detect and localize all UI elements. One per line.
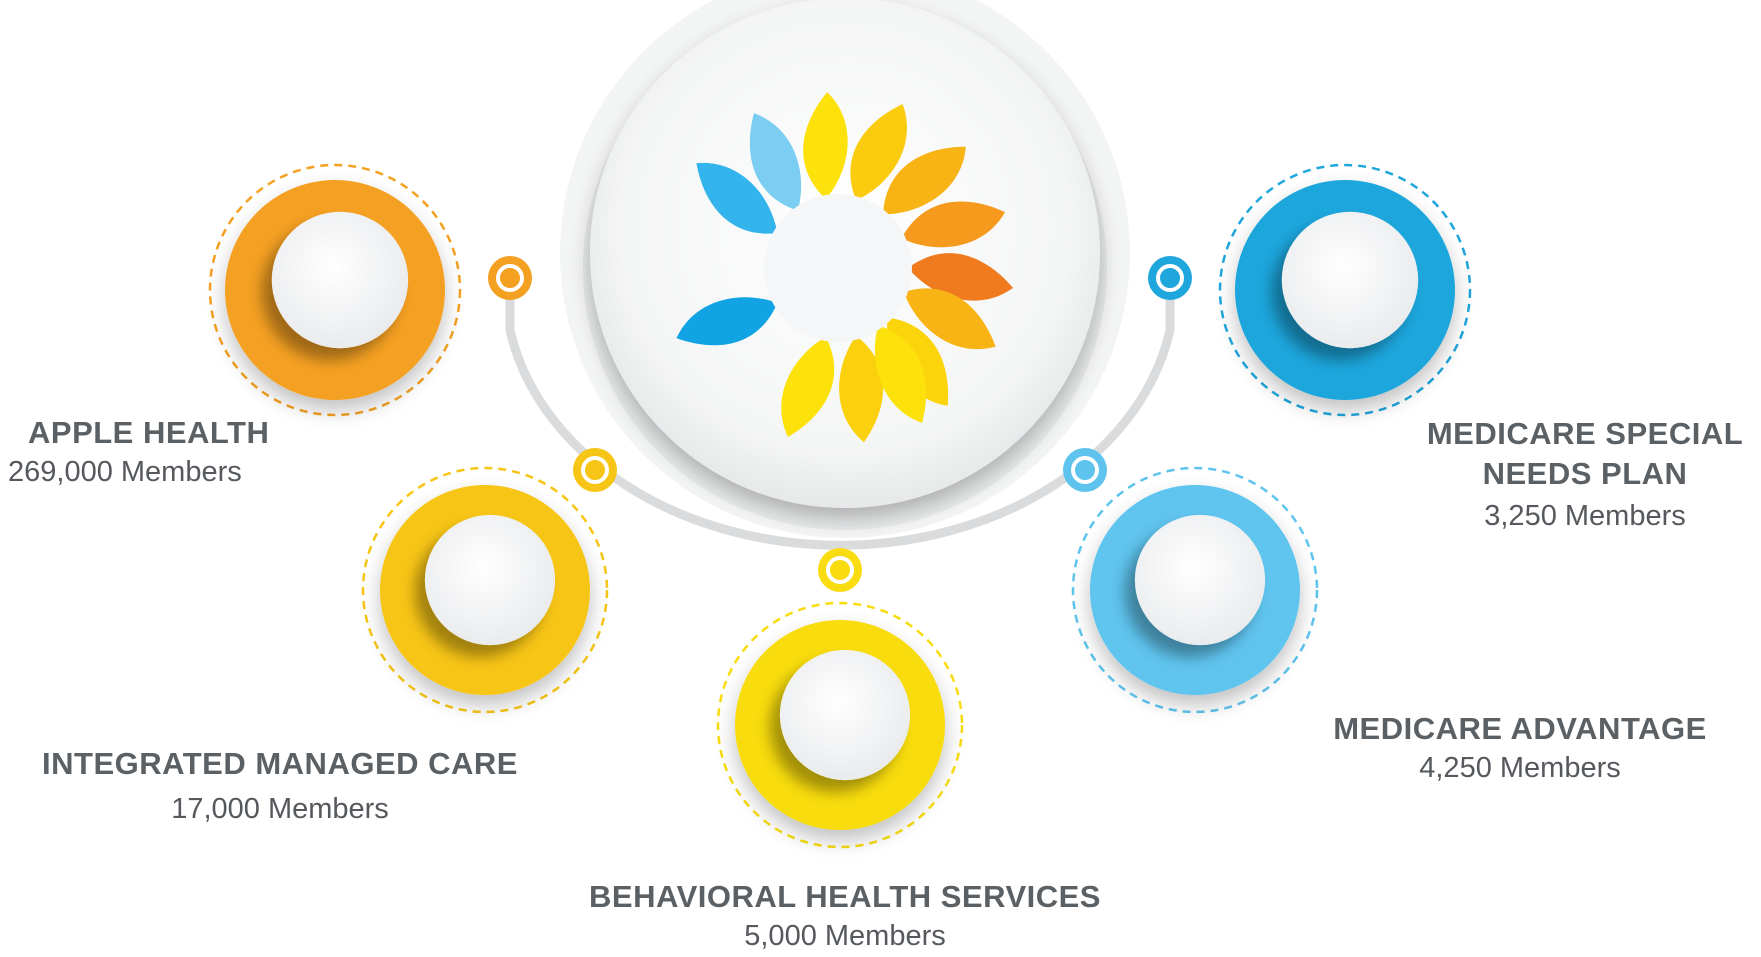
- plan-members: 269,000 Members: [8, 456, 242, 489]
- logo-petal: [874, 325, 927, 423]
- logo-petal: [908, 253, 1013, 301]
- connector-dot: [818, 548, 862, 592]
- plan-title: MEDICARE ADVANTAGE: [1333, 711, 1707, 746]
- connector-arc: [505, 273, 1175, 550]
- plan-inner-disc: [424, 514, 556, 646]
- sun-c-logo-icon: [676, 92, 1013, 443]
- logo-petal: [839, 335, 884, 443]
- plan-dashed-ring: [208, 163, 462, 417]
- logo-petal: [901, 201, 1006, 248]
- plan-members: 4,250 Members: [1419, 752, 1621, 785]
- logo-petal: [903, 288, 996, 350]
- plan-inner-disc: [271, 211, 409, 349]
- logo-petal: [882, 146, 966, 215]
- logo-petal: [696, 162, 778, 234]
- plan-label-apple-health: APPLE HEALTH 269,000 Members: [8, 414, 308, 490]
- plan-node: [1071, 466, 1319, 714]
- plan-members: 5,000 Members: [744, 920, 946, 953]
- connector-dot: [573, 448, 617, 492]
- logo-petal: [781, 336, 835, 437]
- plan-title: APPLE HEALTH: [28, 415, 270, 450]
- plan-title: BEHAVIORAL HEALTH SERVICES: [589, 879, 1101, 914]
- logo-petal: [676, 297, 778, 346]
- plan-members: 17,000 Members: [171, 793, 389, 826]
- plan-dashed-ring: [1218, 163, 1472, 417]
- plan-label-behavioral-health-services: BEHAVIORAL HEALTH SERVICES 5,000 Members: [560, 878, 1130, 954]
- plan-label-medicare-advantage: MEDICARE ADVANTAGE 4,250 Members: [1300, 710, 1740, 786]
- plan-inner-disc: [779, 649, 911, 781]
- plan-dashed-ring: [1071, 466, 1319, 714]
- connector-dot: [1063, 448, 1107, 492]
- logo-petal: [803, 92, 848, 200]
- plan-node: [208, 163, 462, 417]
- plan-node: [716, 601, 964, 849]
- plan-dashed-ring: [361, 466, 609, 714]
- plan-title: INTEGRATED MANAGED CARE: [42, 746, 518, 781]
- plan-title: MEDICARE SPECIAL NEEDS PLAN: [1426, 416, 1744, 492]
- plan-label-medicare-special-needs: MEDICARE SPECIAL NEEDS PLAN 3,250 Member…: [1420, 414, 1750, 533]
- logo-petal: [850, 104, 907, 201]
- plan-dashed-ring: [716, 601, 964, 849]
- logo-petal: [749, 113, 802, 211]
- plan-node: [361, 466, 609, 714]
- plan-inner-disc: [1281, 211, 1419, 349]
- plan-inner-disc: [1134, 514, 1266, 646]
- connector-dot: [1148, 256, 1192, 300]
- plan-members: 3,250 Members: [1484, 499, 1686, 532]
- plan-label-integrated-managed-care: INTEGRATED MANAGED CARE 17,000 Members: [20, 745, 540, 827]
- connector-dot: [488, 256, 532, 300]
- plan-node: [1218, 163, 1472, 417]
